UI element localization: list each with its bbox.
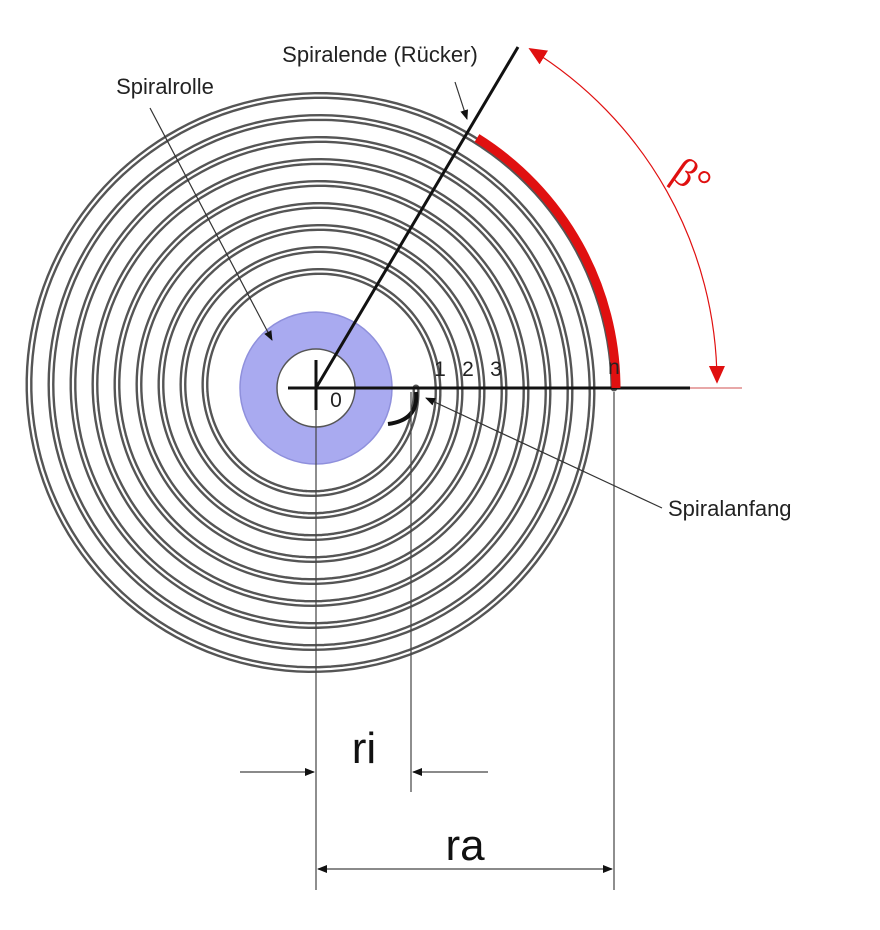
turn-label-n: n <box>608 356 620 379</box>
ra-label: ra <box>445 821 485 870</box>
beta-dimension-arc <box>528 48 726 384</box>
spiral-start-leader <box>425 397 663 509</box>
spiral-end-ray <box>314 46 520 389</box>
beta-angle-label: β° <box>664 148 720 206</box>
spiral-start-label: Spiralanfang <box>668 496 792 521</box>
turn-label-2: 2 <box>462 358 474 381</box>
spiral-end-label: Spiralende (Rücker) <box>282 42 478 67</box>
ri-label: ri <box>352 724 376 773</box>
spiral-band-center <box>27 94 616 671</box>
turn-label-0: 0 <box>330 389 342 412</box>
spiral-spring <box>25 92 618 673</box>
turn-label-1: 1 <box>434 358 446 381</box>
spiral-roll-label: Spiralrolle <box>116 74 214 99</box>
turn-label-3: 3 <box>490 358 502 381</box>
spiral-end-leader <box>454 81 469 120</box>
spiral-roll-leader <box>149 107 273 341</box>
